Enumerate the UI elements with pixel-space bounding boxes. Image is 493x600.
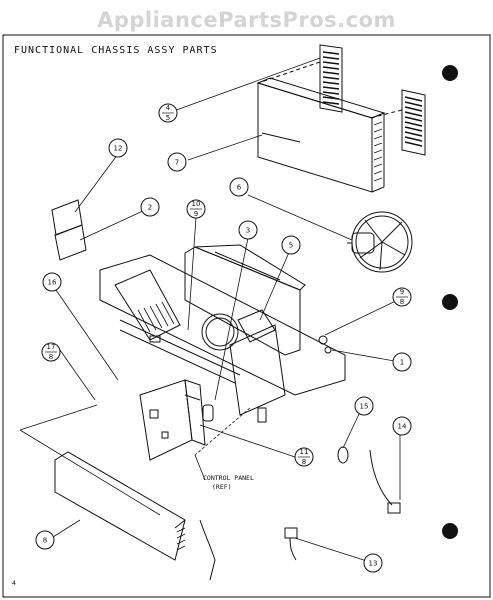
power-cord — [369, 449, 401, 514]
callout-6: 6 — [229, 177, 249, 197]
svg-text:12: 12 — [114, 145, 123, 153]
control-panel — [139, 379, 214, 461]
svg-text:1: 1 — [400, 359, 404, 367]
svg-text:8: 8 — [43, 537, 47, 545]
condenser-fan — [347, 211, 413, 273]
callout-14: 14 — [392, 416, 412, 436]
svg-text:8: 8 — [49, 353, 53, 361]
control-panel-label: CONTROL PANEL — [203, 474, 254, 482]
control-panel-ref: (REF) — [212, 483, 232, 491]
condenser-coil — [256, 77, 386, 193]
screw-1 — [324, 346, 332, 354]
punch-hole-1 — [442, 65, 458, 81]
svg-text:14: 14 — [398, 423, 407, 431]
callout-17: 178 — [41, 342, 61, 362]
thermostat — [284, 527, 298, 539]
callout-3: 3 — [238, 220, 258, 240]
callout-16: 16 — [42, 272, 62, 292]
callout-2: 2 — [140, 197, 160, 217]
watermark: AppliancePartsPros.com — [97, 8, 396, 32]
page-border — [2, 34, 491, 598]
screw-9 — [318, 335, 328, 345]
callout-8: 8 — [35, 530, 55, 550]
svg-text:3: 3 — [246, 227, 250, 235]
callout-4: 45 — [158, 103, 178, 123]
svg-text:2: 2 — [148, 204, 152, 212]
tubing — [199, 519, 216, 581]
callout-1: 1 — [392, 352, 412, 372]
callout-12: 12 — [108, 138, 128, 158]
grille-left — [319, 44, 343, 113]
svg-text:5: 5 — [289, 242, 293, 250]
punch-hole-2 — [442, 294, 458, 310]
svg-text:9: 9 — [400, 288, 404, 296]
callout-7: 7 — [167, 152, 187, 172]
svg-text:7: 7 — [175, 159, 179, 167]
svg-text:8: 8 — [302, 458, 306, 466]
mounting-brackets — [51, 199, 87, 261]
base-chassis — [99, 244, 346, 423]
motor-bracket — [237, 309, 276, 343]
svg-text:4: 4 — [166, 104, 171, 112]
grille-right — [401, 89, 426, 156]
callout-11: 118 — [294, 447, 314, 467]
svg-text:9: 9 — [194, 210, 198, 218]
callout-10: 109 — [186, 199, 206, 219]
svg-text:16: 16 — [48, 279, 57, 287]
svg-text:15: 15 — [360, 403, 369, 411]
callout-9: 98 — [392, 287, 412, 307]
diagram-title: FUNCTIONAL CHASSIS ASSY PARTS — [14, 45, 218, 56]
svg-text:8: 8 — [400, 298, 404, 306]
svg-text:17: 17 — [47, 343, 56, 351]
punch-hole-3 — [442, 523, 458, 539]
svg-text:13: 13 — [369, 560, 378, 568]
svg-text:6: 6 — [237, 184, 242, 192]
callout-15: 15 — [354, 396, 374, 416]
callout-group: 7 45 12 6 2 109 3 5 16 98 178 1 15 14 11… — [35, 103, 412, 573]
svg-text:5: 5 — [166, 114, 170, 122]
capacitor — [337, 446, 349, 464]
callout-13: 13 — [363, 553, 383, 573]
svg-text:11: 11 — [300, 448, 309, 456]
filter-panel — [54, 451, 186, 561]
svg-text:10: 10 — [192, 200, 201, 208]
callout-5: 5 — [281, 235, 301, 255]
footnote: 4 — [12, 579, 16, 587]
